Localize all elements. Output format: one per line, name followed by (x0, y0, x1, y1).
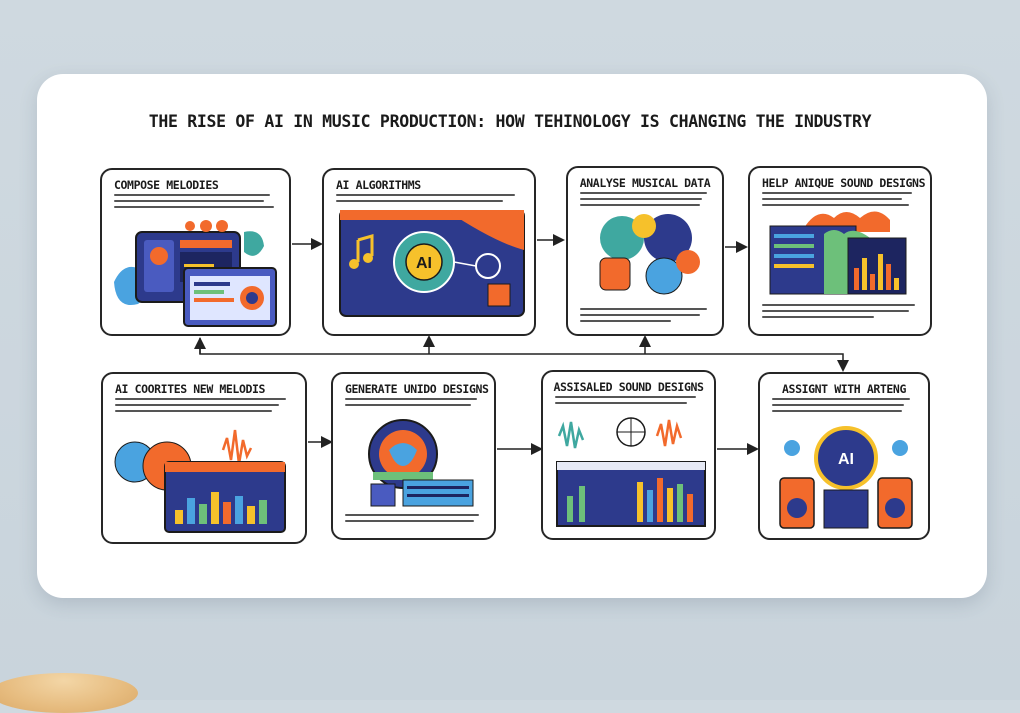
card-title: ANALYSE MUSICAL DATA (579, 176, 711, 190)
card-text-lines (336, 194, 522, 206)
card-assisted-sound-designs: ASSISALED SOUND DESIGNS (541, 370, 716, 540)
card-text-lines (762, 304, 918, 322)
stool-decoration (0, 673, 138, 713)
card-text-lines (580, 308, 710, 326)
card-text-lines (114, 194, 277, 212)
card-assist-with-arteng: ASSIGNT WITH ARTENG AI (758, 372, 930, 540)
card-analyse-musical-data: ANALYSE MUSICAL DATA (566, 166, 724, 336)
card-text-lines (555, 396, 702, 408)
ai-speakers-illustration: AI (779, 426, 913, 529)
card-text-lines (580, 192, 710, 210)
synthesizer-illustration (114, 220, 277, 327)
card-title: GENERATE UNIDO DESIGNS (345, 382, 489, 396)
generate-design-illustration (368, 419, 474, 507)
card-text-lines (762, 192, 918, 210)
card-title: AI ALGORITHMS (336, 178, 421, 192)
card-help-anique-sound-designs: HELP ANIQUE SOUND DESIGNS (748, 166, 932, 336)
card-text-lines (345, 514, 482, 526)
ai-badge: AI (838, 451, 854, 468)
card-title: AI COORITES NEW MELODIS (115, 382, 266, 396)
card-ai-creates-new-melodies: AI COORITES NEW MELODIS (101, 372, 307, 544)
card-title: ASSISALED SOUND DESIGNS (553, 380, 704, 394)
card-text-lines (345, 398, 482, 410)
data-blobs-illustration (599, 214, 700, 295)
page-title: THE RISE OF AI IN MUSIC PRODUCTION: HOW … (148, 112, 872, 131)
ai-badge: AI (416, 255, 432, 272)
card-compose-melodies: COMPOSE MELODIES (100, 168, 291, 336)
card-text-lines (772, 398, 916, 416)
melody-creation-illustration (114, 429, 286, 533)
ai-brain-illustration: AI (339, 210, 525, 317)
card-title: HELP ANIQUE SOUND DESIGNS (762, 176, 926, 190)
card-ai-algorithms: AI ALGORITHMS AI (322, 168, 536, 336)
card-generate-unido-designs: GENERATE UNIDO DESIGNS (331, 372, 496, 540)
card-text-lines (115, 398, 293, 416)
waveform-mixer-illustration (556, 417, 706, 527)
sound-design-illustration (769, 211, 907, 295)
card-title: COMPOSE MELODIES (114, 178, 219, 192)
card-title: ASSIGNT WITH ARTENG (782, 382, 906, 396)
